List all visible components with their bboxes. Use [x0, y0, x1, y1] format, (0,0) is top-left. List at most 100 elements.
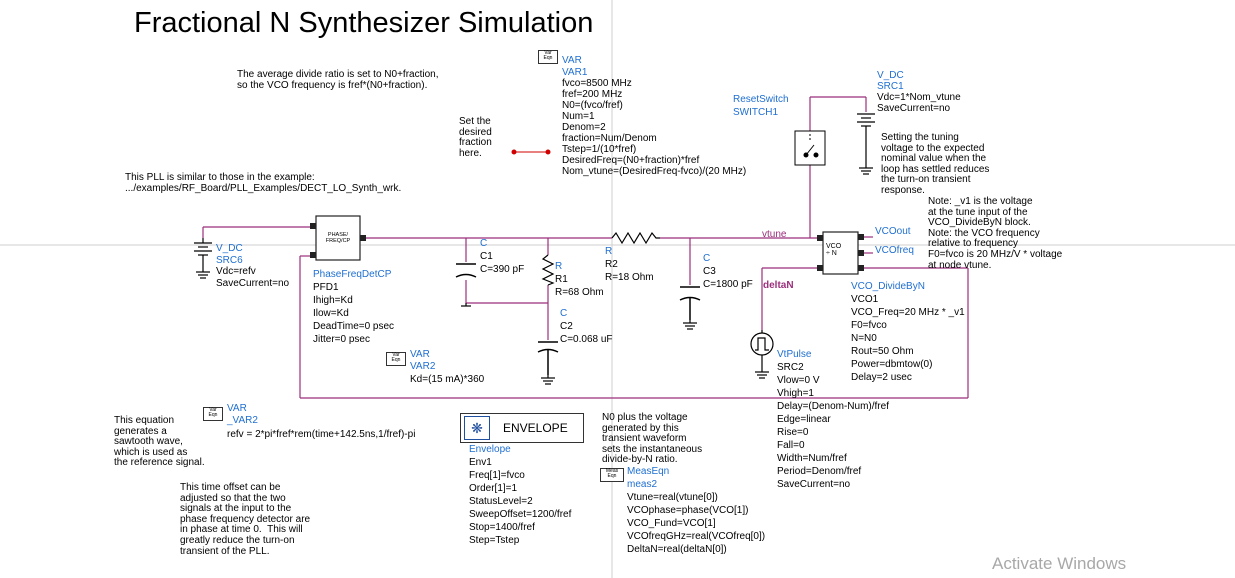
pfd-param: DeadTime=0 psec [313, 321, 395, 332]
vtpulse-name: SRC2 [777, 362, 804, 373]
net-label-vcofreq: VCOfreq [875, 245, 914, 256]
var1-name: VAR1 [562, 67, 588, 78]
pfd-param: Ihigh=Kd [313, 295, 353, 306]
var2-type: VAR [410, 349, 430, 360]
c2-type: C [560, 308, 568, 319]
var1-param: DesiredFreq=(N0+fraction)*fref [562, 155, 700, 166]
var3-name: _VAR2 [227, 415, 258, 426]
vtpulse-block-labels: VtPulse SRC2 Vlow=0 V Vhigh=1 Delay=(Den… [777, 348, 889, 491]
vtpulse-type: VtPulse [777, 349, 812, 360]
vdc-src1-symbol [857, 113, 875, 150]
vtpulse-param: SaveCurrent=no [777, 479, 851, 490]
vco-param: Rout=50 Ohm [851, 346, 914, 357]
var1-param: Num=1 [562, 111, 595, 122]
var3-type: VAR [227, 403, 247, 414]
var1-block: VAR1 fvco=8500 MHz fref=200 MHz N0=(fvco… [562, 67, 746, 177]
pfd-param: Ilow=Kd [313, 308, 349, 319]
envelope-param: Step=Tstep [469, 535, 520, 546]
var1-param: fraction=Num/Denom [562, 133, 657, 144]
vco-type: VCO_DivideByN [851, 281, 925, 292]
c3-value: C=1800 pF [703, 279, 753, 290]
c1-value: C=390 pF [480, 264, 525, 275]
src1-param: SaveCurrent=no [877, 103, 951, 114]
vtpulse-param: Vlow=0 V [777, 375, 820, 386]
activate-windows-watermark: Activate Windows [992, 554, 1127, 573]
reset-switch-symbol [794, 130, 826, 166]
meas-name: meas2 [627, 479, 658, 490]
meas-param: VCO_Fund=VCO[1] [627, 518, 716, 529]
envelope-controller-icon: ❋ [464, 416, 490, 440]
pfd-type: PhaseFreqDetCP [313, 269, 392, 280]
capacitor-c2-symbol [537, 341, 559, 375]
meas-block-labels: MeasEqn meas2 Vtune=real(vtune[0]) VCOph… [627, 465, 765, 556]
envelope-controller-label: ENVELOPE [503, 421, 568, 435]
note-set-fraction: Set the desired fraction here. [459, 116, 492, 159]
capacitor-c3-symbol [679, 286, 701, 320]
var1-icon: Var Eqn [538, 50, 558, 64]
r2-value: R=18 Ohm [605, 272, 654, 283]
r1-name: R1 [555, 274, 568, 285]
pfd-block [310, 215, 366, 261]
reset-switch-name: SWITCH1 [733, 107, 778, 118]
c3-type: C [703, 253, 711, 264]
note-divide-ratio: The average divide ratio is set to N0+fr… [237, 69, 439, 91]
envelope-param: SweepOffset=1200/fref [469, 509, 572, 520]
var3-icon: Var Eqn [203, 407, 223, 421]
meas-param: Vtune=real(vtune[0]) [627, 492, 718, 503]
var2-param: Kd=(15 mA)*360 [410, 374, 485, 385]
envelope-name: Env1 [469, 457, 492, 468]
vco-param: N=N0 [851, 333, 877, 344]
pfd-param: Jitter=0 psec [313, 334, 370, 345]
vtpulse-symbol [750, 330, 774, 358]
note-v1: Note: _v1 is the voltage at the tune inp… [928, 196, 1063, 271]
envelope-param: Freq[1]=fvco [469, 470, 525, 481]
var1-type: VAR [562, 55, 582, 66]
var1-param: Nom_vtune=(DesiredFreq-fvco)/(20 MHz) [562, 166, 747, 177]
envelope-param: Stop=1400/fref [469, 522, 535, 533]
net-label-vcoout: VCOout [875, 226, 911, 237]
vco-block [817, 231, 864, 275]
note-n0-plus: N0 plus the voltage generated by this tr… [602, 412, 703, 466]
envelope-param: Order[1]=1 [469, 483, 518, 494]
note-sawtooth: This equation generates a sawtooth wave,… [114, 415, 205, 469]
var3-param: refv = 2*pi*fref*rem(time+142.5ns,1/fref… [227, 429, 416, 440]
envelope-block-labels: Envelope Env1 Freq[1]=fvco Order[1]=1 St… [469, 443, 571, 547]
var2-icon: Var Eqn [386, 352, 406, 366]
var1-param: fref=200 MHz [562, 89, 623, 100]
vco-param: Power=dbmtow(0) [851, 359, 933, 370]
c1-type: C [480, 238, 488, 249]
vtpulse-param: Delay=(Denom-Num)/fref [777, 401, 889, 412]
resistor-r1-symbol [541, 254, 555, 286]
vco-name: VCO1 [851, 294, 879, 305]
src6-param: Vdc=refv [216, 266, 256, 277]
pfd-icon-label: PHASE/ FREQ/CP [325, 232, 351, 244]
vtpulse-param: Vhigh=1 [777, 388, 814, 399]
net-label-deltan: deltaN [763, 280, 794, 291]
vdc-src6-symbol [194, 238, 212, 268]
vtpulse-param: Period=Denom/fref [777, 466, 862, 477]
meas-type: MeasEqn [627, 466, 670, 477]
fraction-marker [511, 149, 551, 155]
var1-param: Tstep=1/(10*fref) [562, 144, 637, 155]
vco-block-labels: VCO_DivideByN VCO1 VCO_Freq=20 MHz * _v1… [851, 280, 965, 384]
vco-param: F0=fvco [851, 320, 887, 331]
var1-param: Denom=2 [562, 122, 606, 133]
r1-value: R=68 Ohm [555, 287, 604, 298]
src1-block: V_DC SRC1 Vdc=1*Nom_vtune SaveCurrent=no [877, 70, 961, 114]
page-title: Fractional N Synthesizer Simulation [134, 7, 594, 39]
resistor-r2-symbol [611, 231, 660, 245]
envelope-controller-box: ❋ ENVELOPE [460, 413, 584, 443]
vco-icon-label: VCO ÷ N [826, 243, 842, 257]
note-pll-similar: This PLL is similar to those in the exam… [125, 172, 402, 194]
c2-name: C2 [560, 321, 573, 332]
vtpulse-param: Edge=linear [777, 414, 831, 425]
r2-name: R2 [605, 259, 618, 270]
net-label-vtune: vtune [762, 229, 787, 240]
c3-name: C3 [703, 266, 716, 277]
note-tuning: Setting the tuning voltage to the expect… [881, 132, 990, 196]
ground-symbols [196, 150, 873, 385]
note-time-offset: This time offset can be adjusted so that… [180, 482, 311, 557]
r1-type: R [555, 261, 563, 272]
src1-type: V_DC [877, 70, 904, 81]
vtpulse-param: Fall=0 [777, 440, 805, 451]
